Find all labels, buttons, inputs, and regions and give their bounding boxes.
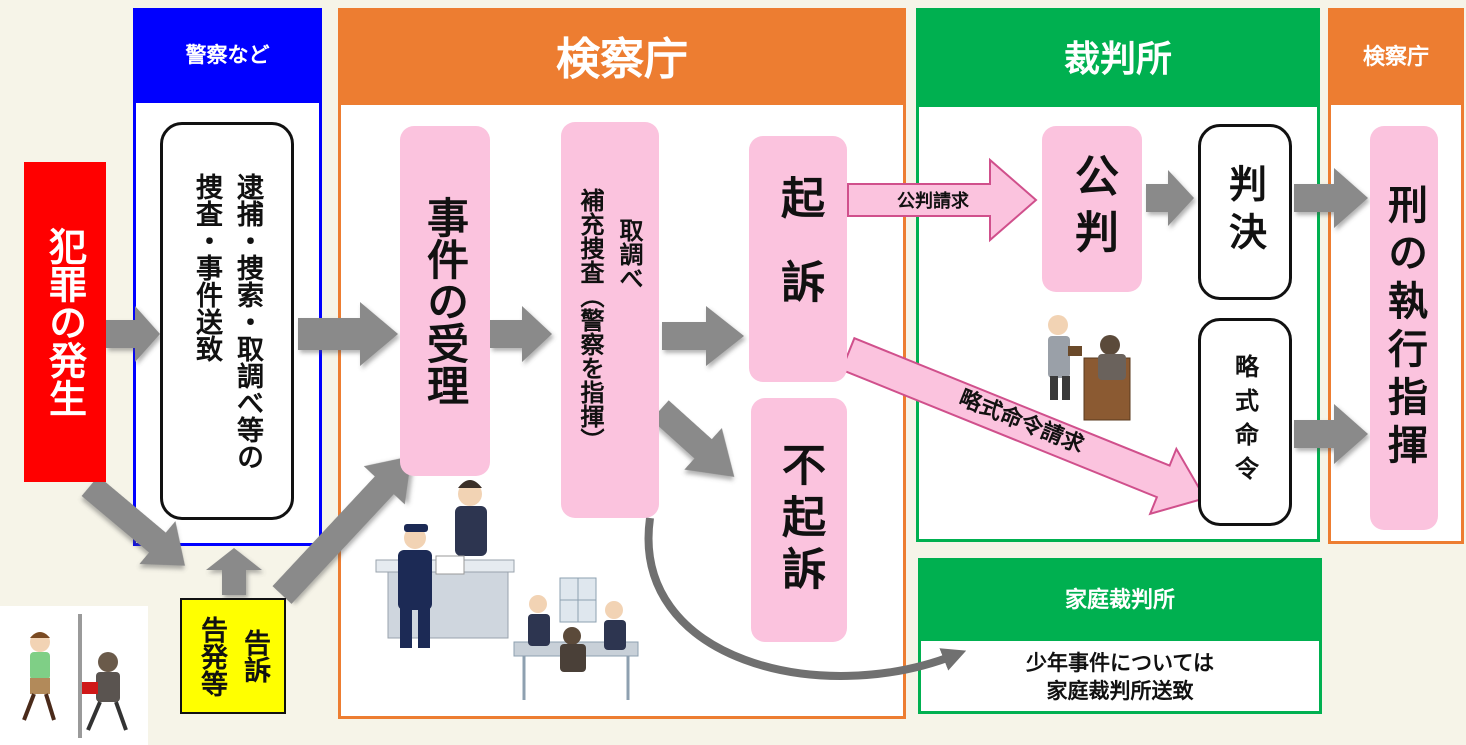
arrow-crime-to-complaint: [81, 476, 185, 566]
arrow-summary-order-request: [840, 336, 1207, 516]
node-non-indictment-label: 不起訴: [774, 442, 825, 598]
arrow-to-family-court: [644, 517, 967, 680]
arrow-complaint-to-receipt: [272, 456, 412, 604]
interrogation-room-illustration: [513, 577, 639, 700]
prosecutor2-header: 検察庁: [1328, 8, 1464, 102]
node-trial: 公判: [1042, 126, 1142, 292]
node-indictment-label: 起訴: [773, 175, 824, 343]
family-court-line2: 家庭裁判所送致: [1046, 679, 1194, 703]
court-header: 裁判所: [916, 8, 1320, 104]
node-indictment: 起訴: [749, 136, 847, 382]
arrow-summary-to-execution: [1294, 404, 1368, 464]
courtroom-illustration: [1048, 315, 1131, 421]
node-interrogation: 取調べ 補充捜査（警察を指揮）: [561, 122, 659, 518]
node-judgment: 判決: [1198, 124, 1292, 300]
arrow-public-trial-request: [847, 157, 1038, 243]
node-crime-label: 犯罪の発生: [42, 227, 87, 417]
node-investigation: 逮捕・捜索・取調べ等の 捜査・事件送致: [160, 122, 294, 520]
node-investigation-line2: 捜査・事件送致: [191, 172, 222, 362]
arrow-judgment-to-execution: [1294, 168, 1368, 228]
prosecutor-header: 検察庁: [338, 8, 906, 102]
family-court-frame: [918, 638, 1322, 714]
node-summary-order: 略式命令: [1198, 318, 1292, 526]
arrow-crime-to-police: [106, 306, 160, 362]
label-public-trial-request: 公判請求: [897, 191, 969, 212]
node-supplementary-label: 補充捜査（警察を指揮）: [576, 188, 604, 452]
node-non-indictment: 不起訴: [751, 398, 847, 642]
police-header: 警察など: [133, 8, 322, 100]
family-court-line1: 少年事件については: [1026, 650, 1214, 675]
arrow-to-indictment: [662, 306, 744, 366]
police-desk-illustration: [375, 480, 515, 648]
node-interrogation-label: 取調べ: [615, 218, 643, 290]
node-judgment-label: 判決: [1222, 164, 1267, 260]
arrow-receipt-to-interrogation: [490, 306, 552, 362]
family-court-header: 家庭裁判所: [918, 558, 1322, 638]
family-court-text: 少年事件については 家庭裁判所送致: [920, 642, 1320, 712]
node-execution-label: 刑の執行指揮: [1381, 184, 1427, 472]
node-execution: 刑の執行指揮: [1370, 126, 1438, 530]
node-summary-order-label: 略式命令: [1230, 354, 1259, 490]
node-complaint-col1: 告訴: [239, 629, 270, 683]
node-crime: 犯罪の発生: [24, 162, 106, 482]
node-complaint-col2: 告発等: [196, 615, 227, 697]
arrow-complaint-to-police: [206, 548, 262, 595]
node-investigation-line1: 逮捕・捜索・取調べ等の: [232, 172, 263, 470]
node-trial-label: 公判: [1067, 153, 1118, 265]
node-complaint: 告訴 告発等: [180, 598, 286, 714]
arrow-trial-to-judgment: [1146, 170, 1194, 226]
arrow-police-to-case-receipt: [298, 302, 398, 366]
node-case-receipt-label: 事件の受理: [420, 196, 470, 406]
arrow-to-non-indictment: [651, 400, 735, 477]
crime-scene-illustration: [0, 606, 148, 745]
node-case-receipt: 事件の受理: [400, 126, 490, 476]
